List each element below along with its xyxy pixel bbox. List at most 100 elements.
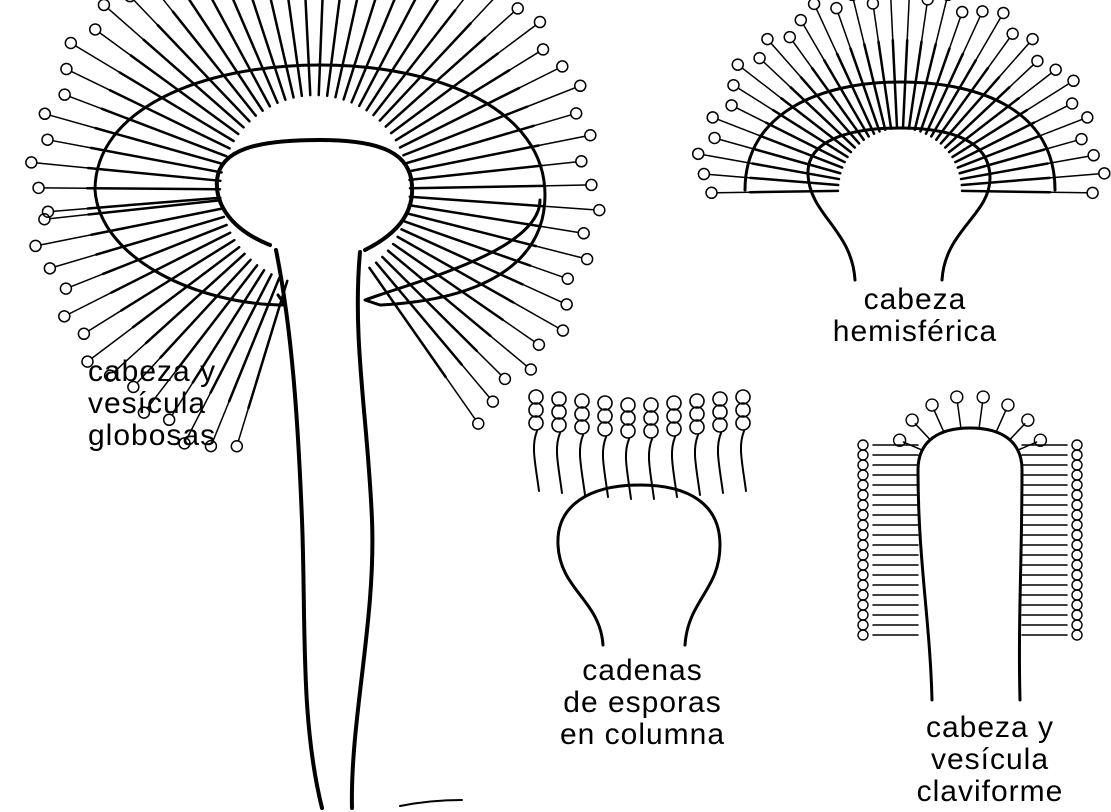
- columnar-conidium: [575, 407, 589, 421]
- hemispheric-conidium: [1087, 187, 1098, 198]
- hemispheric-sterigma: [771, 44, 801, 78]
- globose-phialide: [409, 205, 540, 226]
- globose-conidium: [575, 80, 586, 91]
- globose-conidium: [61, 64, 72, 75]
- label-columnar: cadenas de esporas en columna: [520, 655, 765, 751]
- clavate-conidium: [1072, 560, 1082, 570]
- columnar-conidium: [690, 394, 704, 408]
- label-clavate-line-2: vesícula: [880, 744, 1100, 776]
- clavate-conidium: [858, 450, 868, 460]
- hemispheric-phialide: [752, 164, 839, 180]
- globose-conidium: [487, 396, 498, 407]
- columnar-conidium: [644, 424, 658, 438]
- hemispheric-phialide: [962, 178, 1050, 185]
- globose-conidium: [473, 418, 484, 429]
- label-globose: cabeza y vesícula globosas: [88, 356, 216, 452]
- hemispheric-sterigma: [817, 9, 838, 53]
- globose-conidium: [60, 283, 71, 294]
- clavate-conidium: [858, 530, 868, 540]
- hemispheric-conidium: [1050, 64, 1061, 75]
- globose-phialide: [244, 0, 285, 100]
- clavate-conidium: [858, 520, 868, 530]
- columnar-conidium: [736, 390, 750, 404]
- hemispheric-conidium: [1099, 168, 1110, 179]
- globose-sterigma: [543, 185, 585, 186]
- globose-phialide: [283, 0, 301, 96]
- globose-conidium: [39, 108, 50, 119]
- globose-phialide: [87, 188, 220, 189]
- hemispheric-sterigma: [1034, 106, 1067, 122]
- globose-phialide: [344, 0, 384, 99]
- clavate-conidium: [858, 590, 868, 600]
- hemispheric-conidium: [709, 132, 720, 143]
- globose-conidium: [561, 299, 572, 310]
- clavate-conidium: [1072, 460, 1082, 470]
- globose-phialide: [410, 197, 543, 206]
- globose-sterigma: [527, 88, 574, 107]
- clavate-conidium: [858, 540, 868, 550]
- columnar-conidium: [552, 418, 566, 432]
- columnar-conidium: [529, 390, 543, 404]
- label-clavate-line-1: cabeza y: [880, 712, 1100, 744]
- hemispheric-conidium: [831, 3, 842, 14]
- clavate-conidium: [1072, 530, 1082, 540]
- globose-conidium: [512, 3, 523, 14]
- hemispheric-conidium: [1068, 75, 1079, 86]
- clavate-phialide: [934, 410, 943, 431]
- clavate-conidium: [1072, 440, 1082, 450]
- label-hemispheric-line-1: cabeza: [800, 284, 1030, 316]
- globose-phialide: [359, 0, 421, 106]
- label-globose-line-1: cabeza y: [88, 356, 216, 388]
- globose-conidium: [538, 44, 549, 55]
- label-globose-line-2: vesícula: [88, 388, 216, 420]
- globose-sterigma: [542, 206, 593, 210]
- clavate-conidium: [858, 500, 868, 510]
- clavate-conidium: [1072, 450, 1082, 460]
- hemispheric-conidium: [795, 15, 806, 26]
- globose-conidium: [562, 273, 573, 284]
- clavate-conidium: [858, 580, 868, 590]
- clavate-conidium: [858, 630, 868, 640]
- clavate-conidium: [977, 391, 989, 403]
- columnar-conidium: [736, 403, 750, 417]
- columnar-conidium: [736, 416, 750, 430]
- globose-phialide: [131, 56, 238, 134]
- globose-sterigma: [462, 365, 489, 397]
- clavate-conidiophore: [858, 391, 1082, 700]
- columnar-chain-stalk: [649, 439, 654, 499]
- hemispheric-sterigma: [793, 42, 812, 68]
- clavate-conidium: [858, 470, 868, 480]
- globose-sterigma: [519, 69, 557, 88]
- globose-phialide: [319, 0, 324, 95]
- hemispheric-sterigma: [854, 1, 865, 45]
- hemispheric-sterigma: [718, 120, 760, 136]
- clavate-conidium: [1072, 500, 1082, 510]
- globose-sterigma: [54, 208, 88, 211]
- hemispheric-conidium: [1076, 134, 1087, 145]
- globose-phialide: [121, 240, 234, 310]
- hemispheric-sterigma: [891, 0, 893, 40]
- globose-conidium: [42, 134, 53, 145]
- globose-sterigma: [539, 136, 585, 145]
- globose-phialide: [373, 10, 455, 115]
- globose-conidium: [90, 24, 101, 35]
- substrate-mark: [400, 800, 462, 806]
- clavate-conidium: [1072, 490, 1082, 500]
- globose-phialide: [410, 186, 543, 188]
- hemispheric-phialide: [893, 40, 897, 128]
- hemispheric-conidium: [726, 100, 737, 111]
- hemispheric-conidium: [1027, 34, 1038, 45]
- globose-sterigma: [89, 310, 121, 330]
- clavate-conidium: [858, 610, 868, 620]
- columnar-conidium: [713, 418, 727, 432]
- columnar-spore-chains: [529, 390, 750, 499]
- hemispheric-sterigma: [963, 17, 980, 54]
- globose-conidium: [582, 254, 593, 265]
- hemispheric-sterigma: [988, 39, 1009, 69]
- clavate-conidium: [1072, 630, 1082, 640]
- globose-phialide: [96, 217, 224, 255]
- globose-sterigma: [542, 162, 576, 166]
- hemispheric-conidium: [754, 53, 765, 64]
- clavate-phialide: [1011, 424, 1025, 439]
- globose-conidium: [26, 157, 37, 168]
